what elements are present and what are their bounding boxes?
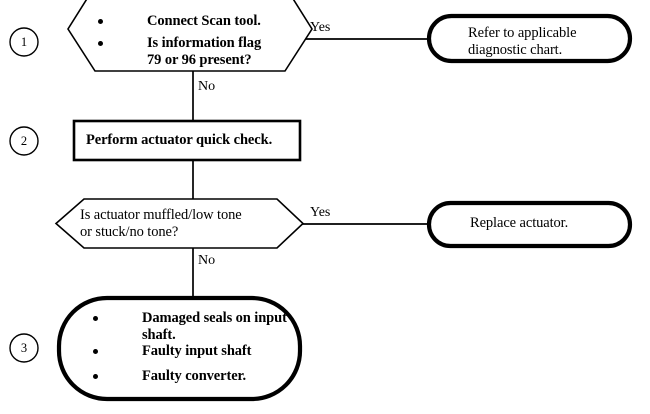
decision1-bullet-item: Connect Scan tool. (98, 13, 261, 30)
step-circle-2 (9, 126, 39, 156)
process1-label: Perform actuator quick check. (86, 132, 273, 148)
edge-label-yes-1: Yes (310, 20, 331, 35)
terminator3-bullet-item: Damaged seals on input shaft. (93, 310, 287, 343)
terminator1-label: Refer to applicable diagnostic chart. (468, 25, 577, 58)
decision1-bullet-text: Connect Scan tool. (147, 13, 261, 29)
terminator-node-replace-actuator (426, 200, 633, 249)
decision1-bullet-item: Is information flag 79 or 96 present? (98, 35, 261, 68)
bullet-dot-icon (98, 19, 103, 24)
edge-label-no-1: No (198, 79, 216, 94)
terminator-node-diagnostic-chart (426, 13, 633, 64)
process-node-actuator-quick-check (72, 119, 302, 162)
step-number-1: 1 (20, 35, 28, 49)
bullet-dot-icon (93, 349, 98, 354)
terminator2-label: Replace actuator. (470, 215, 569, 231)
bullet-dot-icon (98, 41, 103, 46)
edge-label-no-2: No (198, 253, 216, 268)
terminator-node-damaged-components (56, 295, 303, 402)
terminator3-bullet-text: Faulty input shaft (142, 343, 252, 359)
terminator3-bullet-text: Faulty converter. (142, 368, 247, 384)
bullet-dot-icon (93, 374, 98, 379)
decision1-bullet-text: Is information flag 79 or 96 present? (147, 35, 262, 68)
decision-node-actuator-tone (54, 198, 305, 249)
terminator3-bullet-item: Faulty input shaft (93, 343, 252, 360)
terminator3-bullet-item: Faulty converter. (93, 368, 246, 385)
bullet-dot-icon (93, 316, 98, 321)
step-circle-1 (9, 27, 39, 57)
terminator3-bullet-text: Damaged seals on input shaft. (142, 310, 287, 343)
step-circle-3 (9, 333, 39, 363)
decision2-label: Is actuator muffled/low tone or stuck/no… (80, 207, 242, 240)
step-number-3: 3 (20, 341, 28, 355)
step-number-2: 2 (20, 134, 28, 148)
decision-node-scan-tool (67, 0, 313, 72)
edge-label-yes-2: Yes (310, 205, 331, 220)
